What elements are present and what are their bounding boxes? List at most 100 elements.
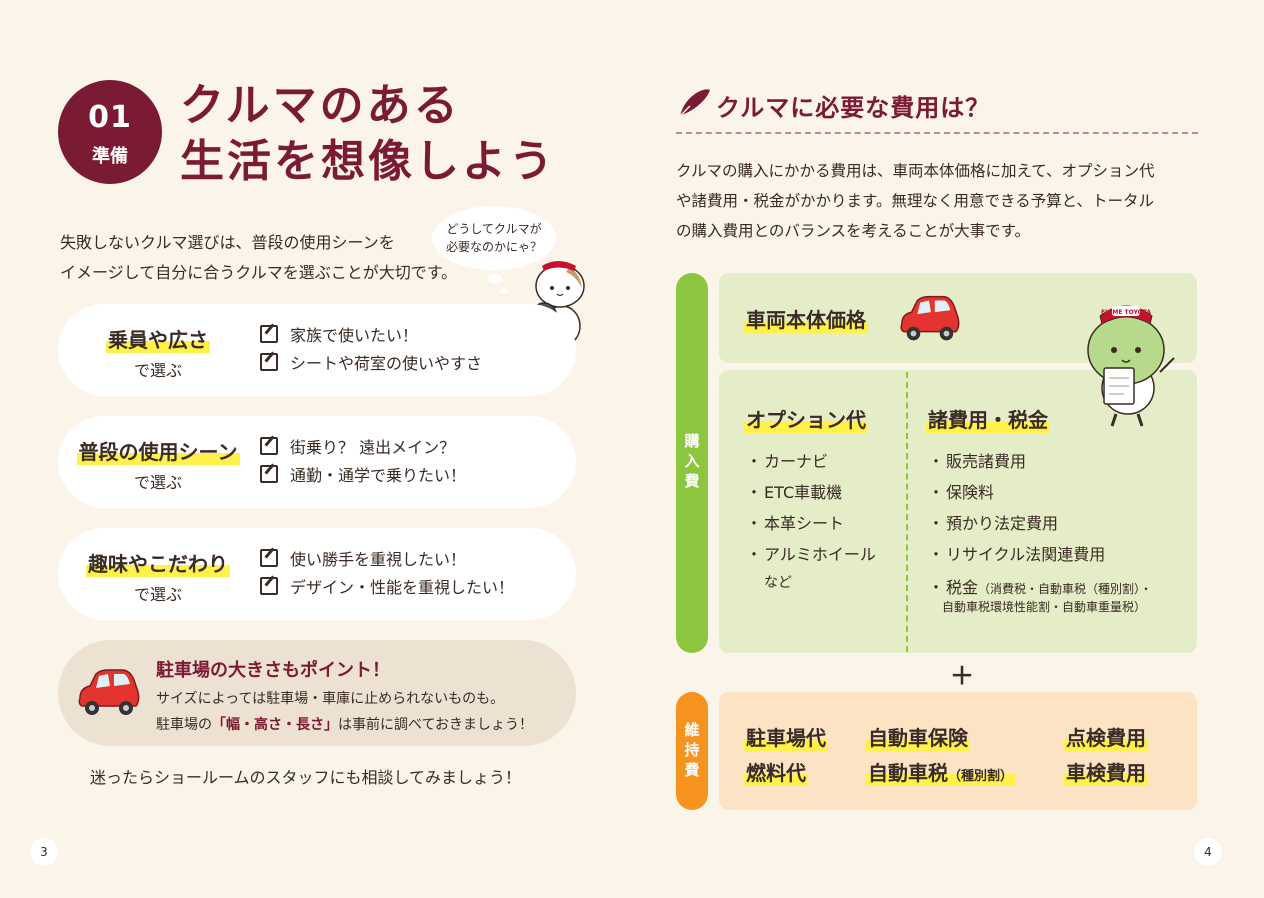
fee-item: 販売諸費用 bbox=[946, 452, 1027, 471]
section-number: 01 bbox=[88, 100, 132, 135]
card-item: デザイン・性能を重視したい！ bbox=[260, 574, 514, 602]
tab-char: 費 bbox=[684, 472, 700, 490]
list-item: ・ETC車載機 bbox=[746, 483, 843, 502]
card-category-name: 乗員や広さ bbox=[106, 324, 210, 353]
card-category: 乗員や広さ で選ぶ bbox=[58, 304, 258, 381]
speech-bubble: どうしてクルマが 必要なのかにゃ？ bbox=[432, 206, 556, 270]
card-item: シートや荷室の使いやすさ bbox=[260, 350, 482, 378]
parking-point-box: 駐車場の大きさもポイント！ サイズによっては駐車場・車庫に止められないものも。 … bbox=[58, 640, 576, 746]
maintenance-cost-tab: 維 持 費 bbox=[676, 692, 708, 810]
car-tax-note: （種別割） bbox=[948, 769, 1014, 784]
list-item: ・預かり法定費用 bbox=[928, 514, 1059, 533]
fee-item: 預かり法定費用 bbox=[946, 514, 1059, 533]
card-item: 家族で使いたい！ bbox=[260, 322, 482, 350]
card-item: 使い勝手を重視したい！ bbox=[260, 546, 514, 574]
intro-line-1: 失敗しないクルマ選びは、普段の使用シーンを bbox=[60, 233, 395, 252]
red-car-icon bbox=[900, 295, 960, 341]
fee-item: リサイクル法関連費用 bbox=[946, 545, 1106, 564]
point-line-2: 駐車場の「幅・高さ・長さ」は事前に調べておきましょう！ bbox=[156, 714, 533, 734]
card-item-text: 家族で使いたい！ bbox=[290, 326, 419, 345]
point-line-2-pre: 駐車場の bbox=[156, 717, 212, 733]
option-item: ETC車載機 bbox=[764, 483, 843, 502]
car-tax-cost: 自動車税（種別割） bbox=[866, 757, 1016, 786]
speech-bubble-dot bbox=[500, 288, 508, 294]
tab-char: 費 bbox=[684, 761, 700, 779]
fuel-cost: 燃料代 bbox=[744, 757, 808, 786]
options-note: など bbox=[764, 575, 792, 591]
cost-description-line-2: や諸費用・税金がかかります。無理なく用意できる予算と、トータル bbox=[676, 192, 1155, 210]
point-title: 駐車場の大きさもポイント！ bbox=[156, 660, 390, 681]
tab-char: 入 bbox=[684, 452, 700, 470]
fees-list: ・販売諸費用 ・保険料 ・預かり法定費用 ・リサイクル法関連費用 bbox=[928, 446, 1105, 570]
point-line-2-post: は事前に調べておきましょう！ bbox=[338, 717, 534, 733]
heading-divider bbox=[676, 132, 1198, 134]
vehicle-price-label: 車両本体価格 bbox=[744, 304, 868, 333]
insurance-cost: 自動車保険 bbox=[866, 722, 970, 751]
card-item: 通勤・通学で乗りたい！ bbox=[260, 462, 466, 490]
red-car-icon bbox=[78, 669, 140, 715]
mascot-illustration: EHIME TOYOTA bbox=[1087, 305, 1175, 427]
page-title: クルマのある 生活を想像しよう bbox=[180, 78, 556, 190]
tab-char: 持 bbox=[684, 741, 700, 759]
option-item: アルミホイール bbox=[764, 545, 876, 564]
list-item: ・カーナビ bbox=[746, 452, 829, 471]
selection-card-usage: 普段の使用シーン で選ぶ 街乗り？ 遠出メイン？ 通勤・通学で乗りたい！ bbox=[58, 416, 576, 508]
intro-line-2: イメージして自分に合うクルマを選ぶことが大切です。 bbox=[60, 263, 458, 282]
checkbox-icon bbox=[260, 325, 278, 343]
tax-detail-1: （消費税・自動車税（種別割）・ bbox=[978, 582, 1153, 596]
intro-text: 失敗しないクルマ選びは、普段の使用シーンを イメージして自分に合うクルマを選ぶこ… bbox=[60, 228, 457, 288]
section-badge: 01 準備 bbox=[58, 80, 162, 184]
speech-line-1: どうしてクルマが bbox=[446, 222, 542, 236]
card-item-text: 使い勝手を重視したい！ bbox=[290, 550, 467, 569]
card-category: 趣味やこだわり で選ぶ bbox=[58, 528, 258, 605]
title-line-1: クルマのある bbox=[180, 80, 461, 131]
tab-char: 購 bbox=[684, 432, 700, 450]
speech-bubble-dot bbox=[488, 274, 502, 284]
cost-description-line-1: クルマの購入にかかる費用は、車両本体価格に加えて、オプション代 bbox=[676, 162, 1155, 180]
cost-heading: クルマに必要な費用は？ bbox=[716, 94, 991, 122]
consult-text: 迷ったらショールームのスタッフにも相談してみましょう！ bbox=[90, 768, 522, 787]
speech-line-2: 必要なのかにゃ？ bbox=[445, 240, 542, 254]
card-category-name: 趣味やこだわり bbox=[86, 548, 230, 577]
card-item-text: 街乗り？ 遠出メイン？ bbox=[290, 438, 456, 457]
mascot-cap-text: EHIME TOYOTA bbox=[1101, 309, 1151, 316]
car-tax-label: 自動車税 bbox=[868, 761, 948, 785]
cost-description-line-3: の購入費用とのバランスを考えることが大事です。 bbox=[676, 222, 1031, 240]
card-category: 普段の使用シーン で選ぶ bbox=[58, 416, 258, 493]
fees-title: 諸費用・税金 bbox=[926, 404, 1050, 433]
card-item: 街乗り？ 遠出メイン？ bbox=[260, 434, 466, 462]
list-item: ・本革シート bbox=[746, 514, 845, 533]
checkbox-icon bbox=[260, 353, 278, 371]
title-line-2: 生活を想像しよう bbox=[180, 136, 556, 187]
cost-description: クルマの購入にかかる費用は、車両本体価格に加えて、オプション代 や諸費用・税金が… bbox=[676, 156, 1201, 246]
checkbox-icon bbox=[260, 577, 278, 595]
tax-item: ・税金（消費税・自動車税（種別割）・ bbox=[928, 578, 1153, 597]
tax-label: 税金 bbox=[946, 578, 979, 597]
page-number-right: 4 bbox=[1194, 838, 1222, 866]
parking-cost: 駐車場代 bbox=[744, 722, 828, 751]
selection-card-occupants: 乗員や広さ で選ぶ 家族で使いたい！ シートや荷室の使いやすさ bbox=[58, 304, 576, 396]
option-item: カーナビ bbox=[764, 452, 829, 471]
card-category-sub: で選ぶ bbox=[133, 361, 182, 380]
card-item-text: シートや荷室の使いやすさ bbox=[290, 354, 483, 373]
card-category-sub: で選ぶ bbox=[133, 585, 182, 604]
card-category-sub: で選ぶ bbox=[133, 473, 182, 492]
maintenance-box bbox=[719, 692, 1197, 810]
shaken-cost: 車検費用 bbox=[1064, 757, 1148, 786]
checkbox-icon bbox=[260, 465, 278, 483]
section-label: 準備 bbox=[92, 146, 128, 167]
list-item: ・リサイクル法関連費用 bbox=[928, 545, 1106, 564]
pen-icon bbox=[679, 89, 710, 117]
page-number-left: 3 bbox=[30, 838, 58, 866]
tax-detail-2: 自動車税環境性能割・自動車重量税） bbox=[942, 600, 1147, 614]
point-line-2-highlight: 「幅・高さ・長さ」 bbox=[212, 717, 338, 733]
checkbox-icon bbox=[260, 549, 278, 567]
plus-sign: ＋ bbox=[950, 662, 974, 690]
list-item: ・アルミホイール bbox=[746, 545, 876, 564]
purchase-cost-tab: 購 入 費 bbox=[676, 273, 708, 653]
column-divider bbox=[906, 372, 908, 652]
card-item-text: デザイン・性能を重視したい！ bbox=[290, 578, 515, 597]
options-list: ・カーナビ ・ETC車載機 ・本革シート ・アルミホイール bbox=[746, 446, 876, 570]
option-item: 本革シート bbox=[764, 514, 845, 533]
card-category-name: 普段の使用シーン bbox=[76, 436, 240, 465]
